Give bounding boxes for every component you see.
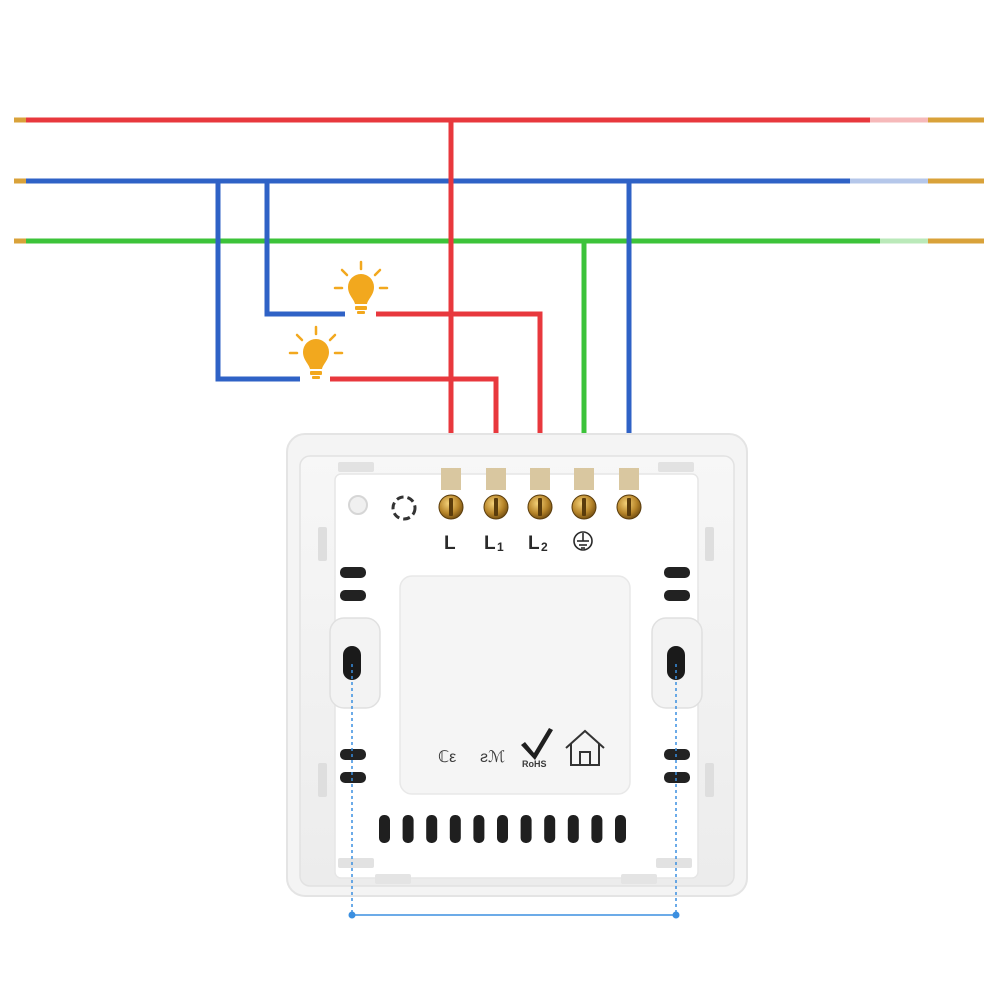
checkmark-icon [521,728,553,760]
switch-module: L L 1 L 2 [286,433,748,897]
lamp-2 [333,260,389,314]
right-vent-bars [664,567,690,783]
vent-slot [473,815,485,843]
terminal-screws [438,468,642,520]
vent-slot [615,815,626,843]
lamp-1 [288,325,344,379]
light-bulb-icon [333,260,389,314]
terminal-label-l1-sub: 1 [497,540,504,554]
clip-top-left [338,462,374,472]
rohs-label: RoHS [522,759,547,769]
cert-marks: ℂε ƨℳ RoHS [438,728,605,769]
terminal-l1 [483,468,509,520]
terminal-l [438,468,464,520]
side-tab-left-top [318,527,327,561]
clip-top-right [658,462,694,472]
faint-mark-1: ℂε [438,749,456,766]
clip-bottom-left [338,858,374,868]
neutral-to-lamp-1 [215,181,300,382]
light-bulb-icon [288,325,344,379]
mount-hole-left [329,617,381,709]
dim-right-dot [672,911,680,919]
clip-bottom-right [656,858,692,868]
mounting-distance-line [348,664,680,919]
bus-lines [14,117,984,244]
vent-slot [426,815,438,843]
neutral-to-lamp-2 [264,181,345,317]
terminal-l2 [527,468,553,520]
vent-slot [402,815,414,843]
neutral-branches [215,181,632,470]
terminal-label-l2-sub: 2 [541,540,548,554]
terminal-earth [571,468,597,520]
vent-slot [449,815,461,843]
side-tab-right-bottom [705,763,714,797]
side-tab-left-bottom [318,763,327,797]
vent-slot [379,815,390,843]
clip-bottom-right-2 [621,874,657,884]
earth-ground-icon [573,531,593,551]
left-vent-bars [340,567,366,783]
house-icon [565,729,605,766]
terminal-label-l2: L [528,533,540,554]
terminal-n [616,468,642,520]
vent-slot [497,815,508,843]
lamp-2-to-l2 [376,311,543,470]
terminal-labels: L L 1 L 2 [444,531,593,554]
terminal-label-l1: L [484,533,496,554]
center-panel [399,575,631,795]
faint-mark-2: ƨℳ [480,749,505,766]
vent-slot [544,815,556,843]
vent-slot [567,815,579,843]
vent-slot [520,815,532,843]
side-tab-right-top [705,527,714,561]
bottom-vent-slots [379,815,626,843]
vent-slot [591,815,603,843]
terminal-label-l: L [444,533,456,554]
mount-hole-right [651,617,703,709]
dim-left-dot [348,911,356,919]
reset-dial-icon [391,495,417,521]
indicator-dot [348,495,368,515]
clip-bottom-left-2 [375,874,411,884]
